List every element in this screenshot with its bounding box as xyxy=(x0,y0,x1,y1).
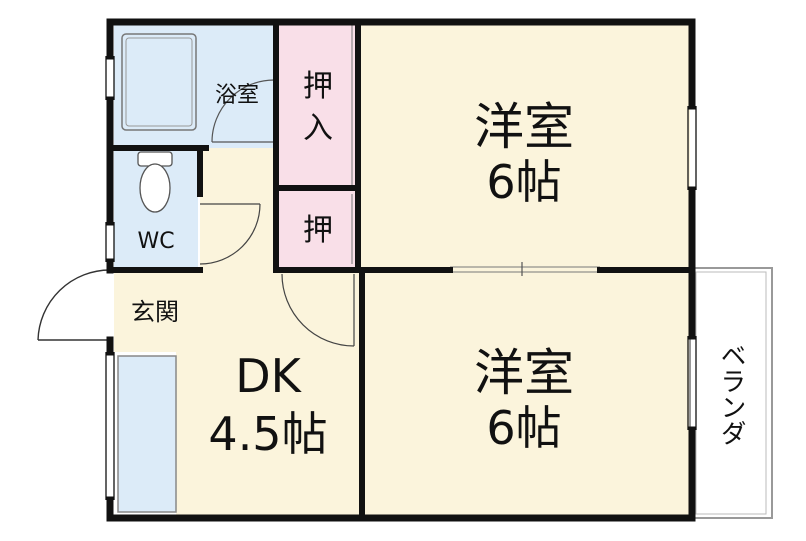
wc-label: WC xyxy=(137,229,174,254)
bath-door-swing xyxy=(211,79,275,143)
closet-top xyxy=(278,24,358,186)
room-door-swing xyxy=(281,273,355,347)
veranda-label: ベランダ xyxy=(716,342,746,446)
western-bottom-name: 洋室 xyxy=(474,344,574,402)
closet-small-label: 押 xyxy=(303,213,333,248)
western-bottom-size: 6帖 xyxy=(486,401,561,455)
closet-top-label-2: 入 xyxy=(303,111,333,146)
western-room-bottom xyxy=(360,269,690,516)
veranda xyxy=(689,267,773,519)
entrance-door-swing xyxy=(37,269,111,341)
entrance-label: 玄関 xyxy=(131,298,179,326)
closet-top-label-1: 押 xyxy=(303,69,333,104)
bath-label: 浴室 xyxy=(215,83,259,108)
walls xyxy=(106,18,696,522)
wc-door-swing xyxy=(199,203,261,265)
windows xyxy=(105,56,697,500)
dk-name: DK xyxy=(235,349,302,403)
western-room-top xyxy=(360,24,690,269)
toilet-bowl xyxy=(139,163,171,213)
bathtub-inner xyxy=(125,37,193,127)
dk-size: 4.5帖 xyxy=(208,407,327,461)
entrance-area xyxy=(114,272,200,352)
dk-room-lower xyxy=(176,352,206,516)
bathtub xyxy=(121,33,197,131)
western-top-size: 6帖 xyxy=(486,155,561,209)
closet-small xyxy=(278,190,358,268)
western-top-name: 洋室 xyxy=(474,98,574,156)
kitchen-counter xyxy=(117,355,177,513)
